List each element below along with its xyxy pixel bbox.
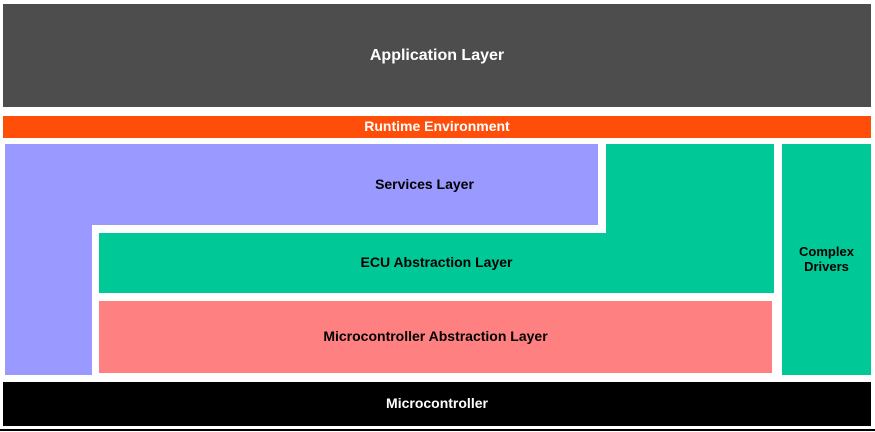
services-layer-block: Services Layer	[5, 144, 598, 225]
services-layer-label: Services Layer	[375, 175, 474, 192]
microcontroller-label: Microcontroller	[386, 395, 488, 412]
ecu-abstraction-layer-label: ECU Abstraction Layer	[360, 254, 513, 271]
microcontroller-block: Microcontroller	[3, 382, 871, 426]
application-layer-label: Application Layer	[369, 46, 505, 64]
microcontroller-abstraction-layer-block: Microcontroller Abstraction Layer	[99, 301, 772, 373]
complex-drivers-block: Complex Drivers	[782, 144, 871, 375]
complex-drivers-label: Complex Drivers	[799, 244, 854, 274]
microcontroller-abstraction-layer-label: Microcontroller Abstraction Layer	[323, 328, 548, 345]
ecu-abstraction-upper-block	[606, 144, 774, 244]
bottom-rule	[0, 429, 875, 431]
ecu-abstraction-layer-block: ECU Abstraction Layer	[99, 233, 774, 293]
application-layer-block: Application Layer	[3, 4, 871, 107]
runtime-environment-label: Runtime Environment	[364, 118, 510, 135]
runtime-environment-block: Runtime Environment	[3, 116, 871, 138]
